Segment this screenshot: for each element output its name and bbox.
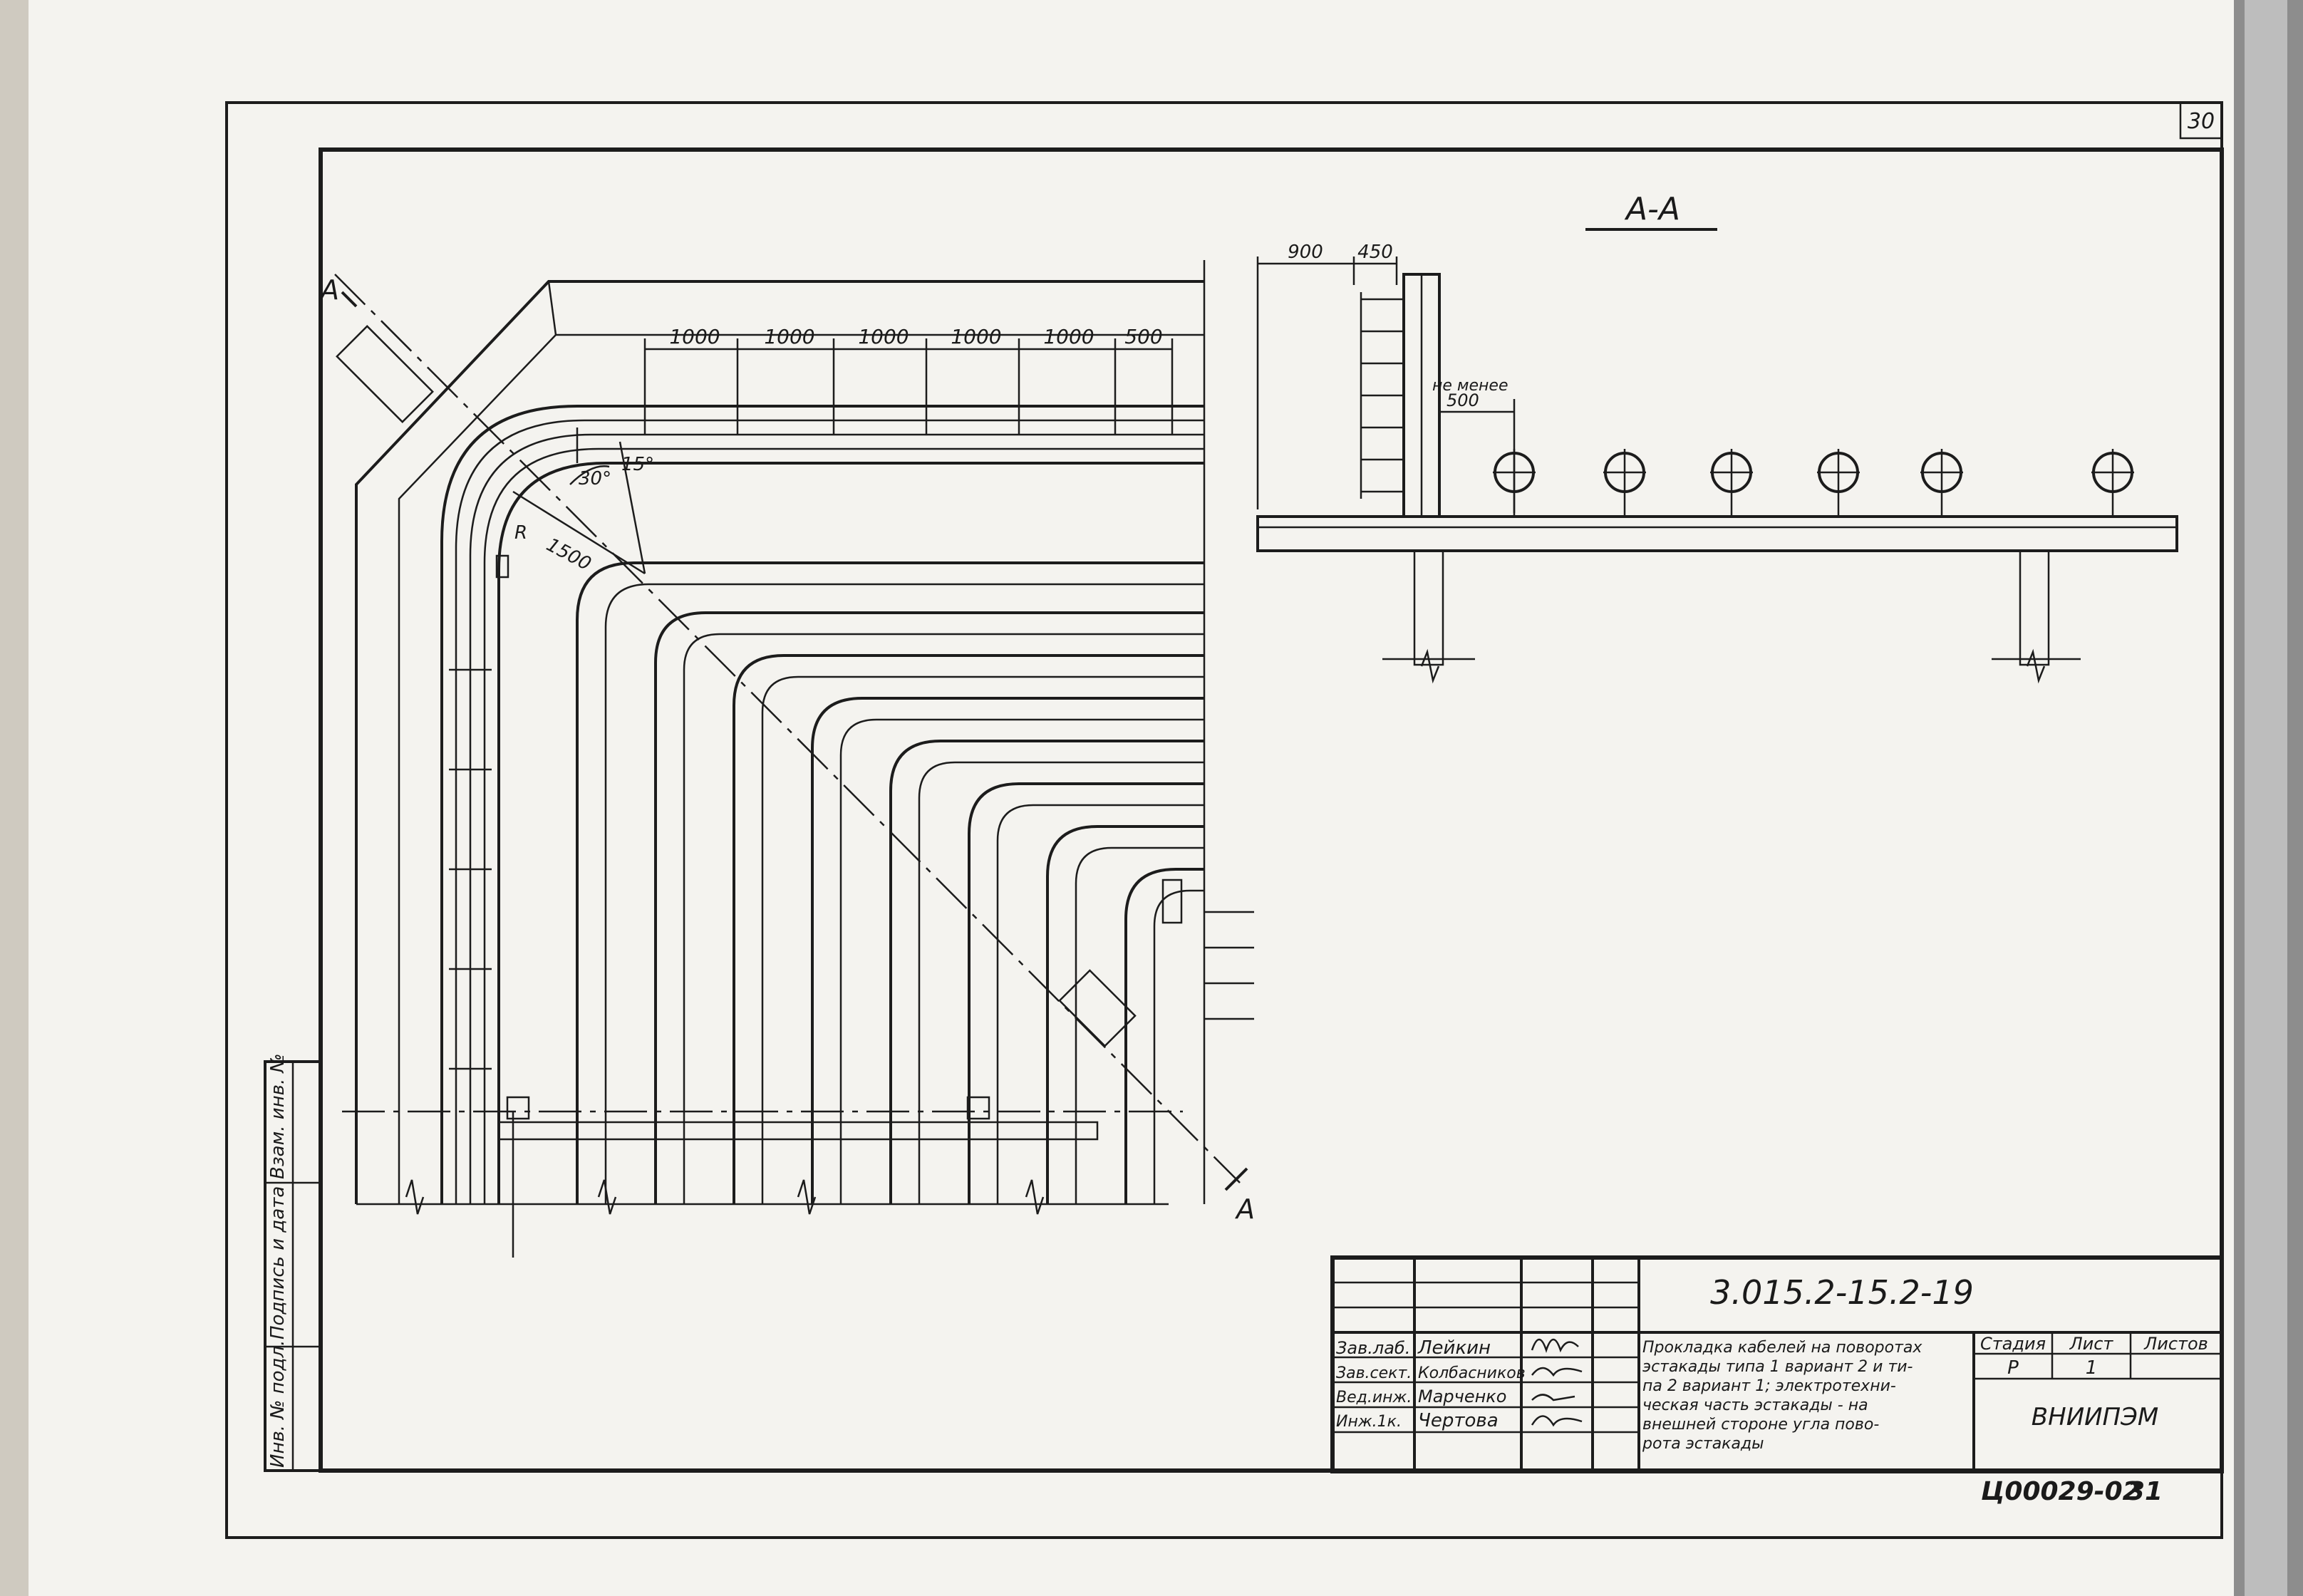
side-strip: Инв. № подл. Подпись и дата Взам. инв. № — [264, 1053, 322, 1472]
name-1: Лейкин — [1417, 1337, 1491, 1359]
signature-2 — [1531, 1367, 1583, 1377]
outer-cable-bundle — [440, 405, 1204, 1204]
scan-right-shadow-inner — [2245, 0, 2287, 1596]
min-gap-value: 500 — [1447, 390, 1479, 410]
radius-value: 1500 — [543, 534, 595, 576]
section-pipes — [1493, 449, 2134, 517]
title-text: Прокладка кабелей на поворотах эстакады … — [1642, 1339, 1922, 1453]
sheets-header: Листов — [2143, 1334, 2208, 1354]
tray-hatch-left — [449, 554, 509, 1070]
role-2: Зав.сект. — [1336, 1364, 1412, 1382]
title-block-roles: Зав.лаб. Лейкин Зав.сект. Колбасников Ве… — [1336, 1337, 1583, 1431]
dim-section-450: 450 — [1357, 242, 1393, 263]
dim-run-3: 1000 — [858, 325, 909, 348]
sheet-value: 1 — [2086, 1357, 2098, 1379]
title-line-5: внешней стороне угла пово- — [1642, 1416, 1879, 1434]
right-cable-bank — [1161, 879, 1254, 1020]
stage-header: Стадия — [1980, 1334, 2046, 1354]
top-dimension-chain: 1000 1000 1000 1000 1000 500 — [643, 325, 1174, 435]
bottom-supports — [342, 1096, 1183, 1258]
title-line-4: ческая часть эстакады - на — [1642, 1396, 1868, 1414]
name-4: Чертова — [1418, 1410, 1499, 1431]
section-title: А-А — [1624, 191, 1680, 227]
name-2: Колбасников — [1418, 1364, 1526, 1382]
stage-value: Р — [2007, 1357, 2019, 1379]
side-cell-sign: Подпись и дата — [267, 1186, 289, 1340]
role-3: Вед.инж. — [1336, 1389, 1412, 1406]
signature-1 — [1531, 1338, 1579, 1353]
inner-cable-bends — [576, 428, 1204, 1204]
section-min-gap: не менее 500 — [1432, 377, 1516, 513]
section-cut-line: А А — [319, 274, 1255, 1225]
dim-run-4: 1000 — [951, 325, 1001, 348]
sheet-header: Лист — [2069, 1334, 2114, 1354]
side-cell-replace: Взам. инв. № — [267, 1053, 289, 1179]
scan-left-edge — [0, 0, 29, 1596]
title-line-1: Прокладка кабелей на поворотах — [1642, 1339, 1922, 1357]
section-rack — [1360, 273, 1441, 518]
title-line-2: эстакады типа 1 вариант 2 и ти- — [1642, 1358, 1913, 1376]
dim-run-2: 1000 — [764, 325, 814, 348]
dim-run-6: 500 — [1124, 325, 1162, 348]
role-4: Инж.1к. — [1336, 1413, 1402, 1431]
title-line-6: рота эстакады — [1642, 1435, 1764, 1453]
title-block — [1330, 1255, 2224, 1473]
min-gap-label: не менее — [1432, 377, 1508, 395]
cut-label-top: А — [319, 274, 339, 306]
signature-3 — [1531, 1394, 1575, 1401]
designation: 3.015.2-15.2-19 — [1710, 1273, 1974, 1312]
angle-15: 15° — [621, 454, 654, 475]
stamp-code: Ц00029-02 — [1981, 1477, 2141, 1506]
outer-frame — [225, 101, 2223, 1539]
dim-run-1: 1000 — [669, 325, 720, 348]
role-1: Зав.лаб. — [1336, 1338, 1410, 1358]
inner-frame — [319, 147, 2224, 1473]
section-dimension-top: 900 450 — [1256, 242, 1398, 509]
signature-4 — [1531, 1415, 1583, 1427]
section-beam — [1256, 515, 2178, 684]
page-number-top: 30 — [2188, 109, 2215, 134]
name-3: Марченко — [1418, 1387, 1506, 1406]
page-number-bottom: 31 — [2127, 1477, 2163, 1506]
organization: ВНИИПЭМ — [2032, 1403, 2158, 1431]
title-line-3: па 2 вариант 1; электротехни- — [1642, 1377, 1896, 1395]
page-number-box — [2179, 101, 2223, 140]
radius-letter: R — [514, 522, 527, 544]
plan-trestle-outline — [355, 260, 1206, 1204]
dim-section-900: 900 — [1288, 242, 1323, 263]
side-cell-inv: Инв. № подл. — [267, 1340, 289, 1468]
angle-30: 30° — [579, 468, 611, 489]
cut-label-bottom: А — [1234, 1193, 1255, 1225]
dim-run-5: 1000 — [1043, 325, 1094, 348]
